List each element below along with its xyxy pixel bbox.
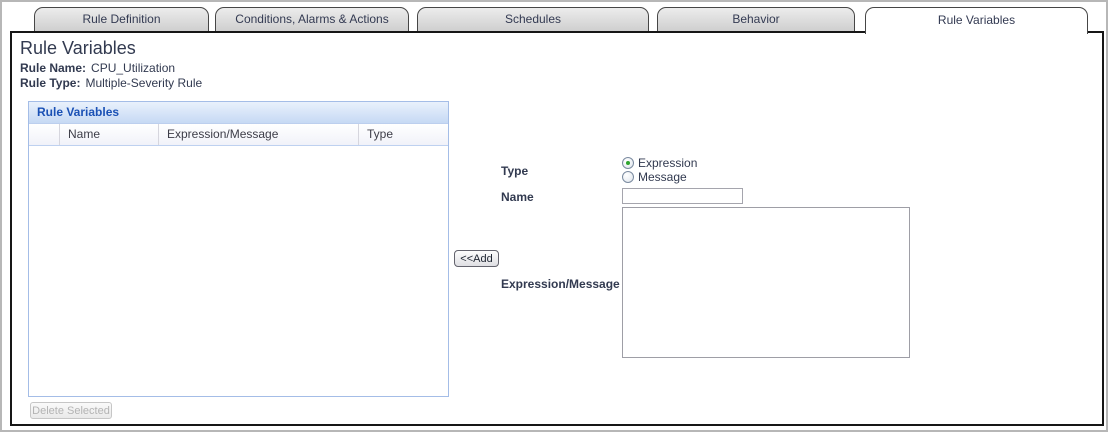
radio-option-message[interactable]: Message bbox=[622, 170, 687, 184]
table-header-row: Name Expression/Message Type bbox=[29, 124, 448, 146]
rule-name-line: Rule Name: CPU_Utilization bbox=[20, 61, 175, 75]
tab-behavior[interactable]: Behavior bbox=[657, 7, 855, 32]
add-button[interactable]: <<Add bbox=[454, 250, 499, 267]
table-body-empty bbox=[29, 146, 448, 396]
page-title: Rule Variables bbox=[20, 38, 136, 58]
rule-type-value: Multiple-Severity Rule bbox=[85, 76, 203, 90]
tab-schedules[interactable]: Schedules bbox=[417, 7, 649, 32]
column-header-name: Name bbox=[60, 124, 159, 145]
rule-variables-panel: Rule Variables Name Expression/Message T… bbox=[28, 101, 449, 397]
radio-message-icon[interactable] bbox=[622, 171, 634, 183]
rule-type-label: Rule Type: bbox=[20, 76, 81, 90]
tab-panel-rule-variables: Rule Variables Rule Name: CPU_Utilization… bbox=[10, 31, 1104, 426]
radio-expression-icon[interactable] bbox=[622, 157, 634, 169]
rule-type-line: Rule Type: Multiple-Severity Rule bbox=[20, 76, 202, 90]
column-header-expression-message: Expression/Message bbox=[159, 124, 359, 145]
tab-rule-variables[interactable]: Rule Variables bbox=[865, 7, 1088, 34]
radio-option-expression[interactable]: Expression bbox=[622, 156, 697, 170]
rule-name-value: CPU_Utilization bbox=[91, 61, 176, 75]
tab-conditions-alarms-actions[interactable]: Conditions, Alarms & Actions bbox=[215, 7, 409, 32]
rule-name-label: Rule Name: bbox=[20, 61, 87, 75]
type-label: Type bbox=[501, 164, 529, 178]
tab-rule-definition[interactable]: Rule Definition bbox=[34, 7, 209, 32]
expression-message-label: Expression/Message bbox=[501, 277, 620, 291]
name-label: Name bbox=[501, 190, 534, 204]
column-header-type: Type bbox=[367, 127, 394, 141]
rule-variables-panel-title: Rule Variables bbox=[29, 102, 448, 124]
expression-message-textarea[interactable] bbox=[622, 207, 910, 358]
radio-message-label: Message bbox=[638, 170, 687, 184]
name-input[interactable] bbox=[622, 188, 743, 204]
radio-expression-label: Expression bbox=[638, 156, 698, 170]
delete-selected-button[interactable]: Delete Selected bbox=[30, 402, 112, 419]
column-header-select bbox=[29, 124, 60, 145]
